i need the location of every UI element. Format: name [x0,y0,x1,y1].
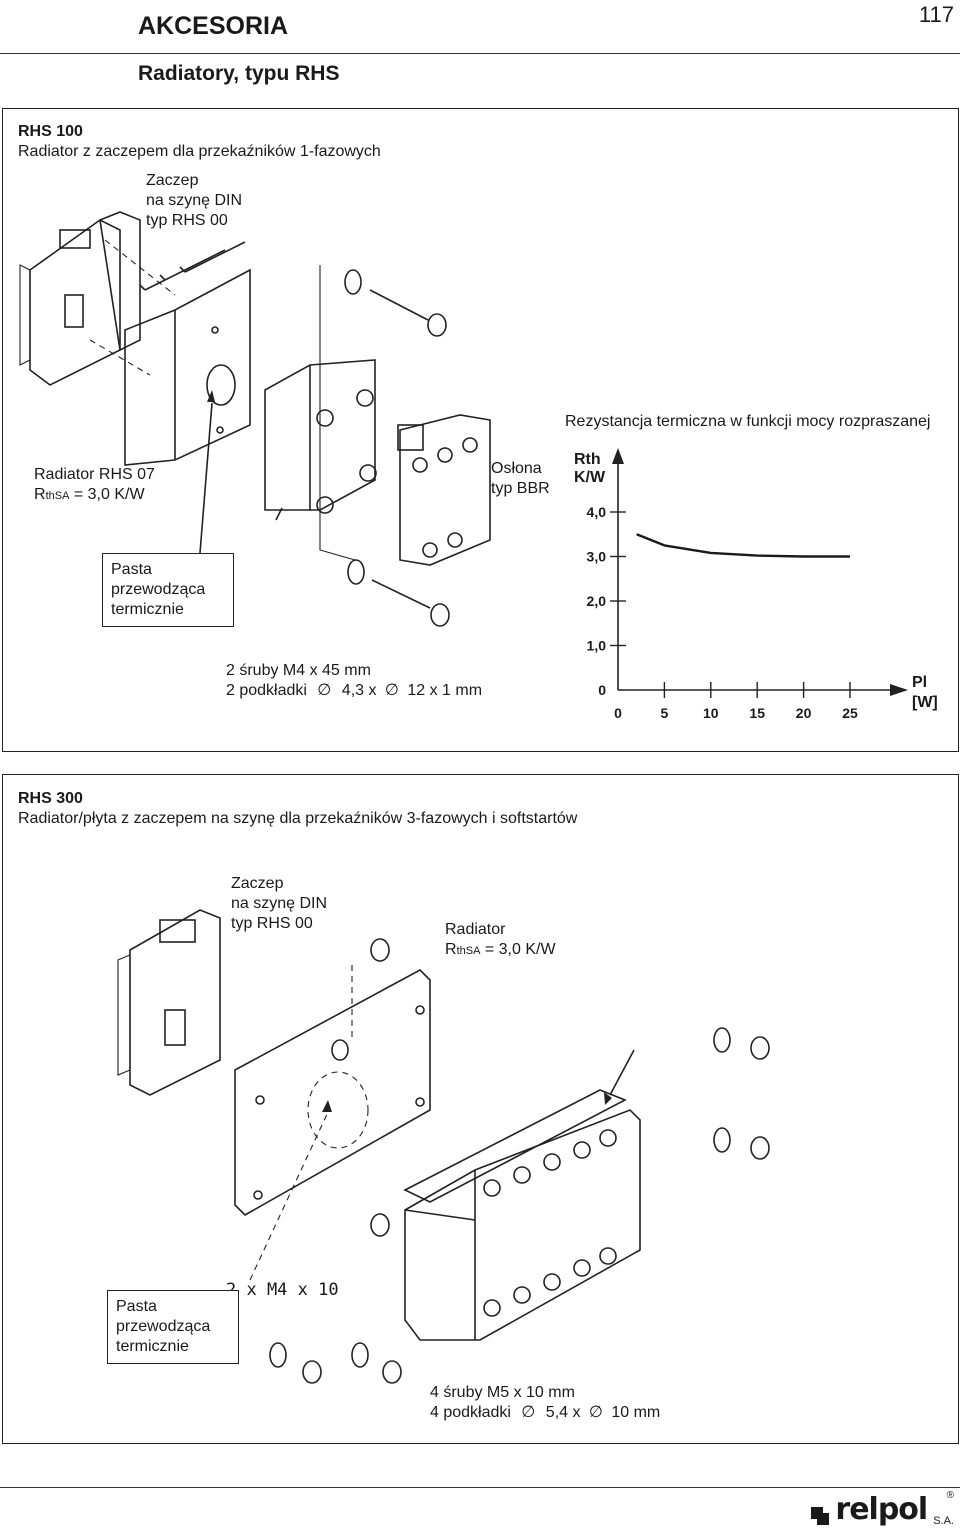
rhs100-exploded-drawing [19,211,491,627]
rhs300-paste-label: Pasta przewodząca termicznie [107,1290,239,1364]
thermal-resistance-chart: 0 1,0 2,0 3,0 4,0 0 5 10 15 20 25 [587,448,908,721]
rhs100-paste-label: Pasta przewodząca termicznie [102,553,234,627]
section-title: AKCESORIA [138,12,289,40]
y-tick-label: 4,0 [587,504,607,520]
x-tick-label: 10 [703,705,719,721]
rhs100-cover-label: Osłona typ BBR [491,460,550,497]
footer-divider [0,1487,960,1488]
diameter-icon: ∅ [521,1404,536,1421]
diameter-icon: ∅ [317,682,332,699]
x-axis-arrow [890,684,908,696]
logo-mark-icon [811,1507,830,1525]
y-tick-label: 0 [598,682,606,698]
y-tick-label: 1,0 [587,638,607,654]
page-subtitle: Radiatory, typu RHS [138,62,340,85]
rhs100-din-clip-label: Zaczep na szynę DIN typ RHS 00 [146,172,243,229]
rhs300-radiator-label: Radiator RthSA = 3,0 K/W [445,921,556,958]
y-tick-label: 3,0 [587,549,607,565]
rhs300-panel [2,774,959,1444]
plate-drawing [234,969,431,1216]
header-divider [0,53,960,54]
din-clip-drawing [117,909,221,1096]
chart-x-label: Pl [W] [912,674,938,711]
cover-drawing [397,414,491,566]
chart-title: Rezystancja termiczna w funkcji mocy roz… [565,413,931,430]
radiator-drawing [124,241,251,466]
x-tick-label: 0 [614,705,622,721]
diameter-icon: ∅ [384,682,399,699]
rhs300-screw-label: 2 x M4 x 10 [226,1280,339,1300]
rhs300-model: RHS 300 [18,790,83,807]
rhs100-model: RHS 100 [18,123,83,140]
x-tick-label: 20 [796,705,812,721]
rhs100-screws-label: 2 śruby M4 x 45 mm 2 podkładki ∅ 4,3 x ∅… [226,662,483,699]
rhs300-screws-label: 4 śruby M5 x 10 mm 4 podkładki ∅ 5,4 x ∅… [430,1384,661,1421]
y-tick-label: 2,0 [587,593,607,609]
chart-y-label: Rth K/W [574,451,606,486]
rhs100-panel [2,108,959,752]
rhs100-radiator-label: Radiator RHS 07 RthSA = 3,0 K/W [34,466,155,503]
diameter-icon: ∅ [588,1404,603,1421]
screw-drawing [269,938,770,1384]
rhs300-exploded-drawing [117,909,770,1384]
relay-drawing [264,359,377,514]
x-tick-label: 25 [842,705,858,721]
relpol-logo: relpol S.A. ® [809,1490,954,1527]
screw-drawing [344,269,450,627]
y-axis-arrow [612,448,624,464]
series-line [636,533,850,558]
rhs300-din-clip-label: Zaczep na szynę DIN typ RHS 00 [231,875,328,932]
din-clip-drawing [19,211,176,386]
x-tick-label: 5 [661,705,669,721]
rhs100-description: Radiator z zaczepem dla przekaźników 1-f… [18,143,381,160]
rhs300-description: Radiator/płyta z zaczepem na szynę dla p… [18,810,578,827]
x-tick-label: 15 [749,705,765,721]
three-phase-relay-drawing [403,1089,641,1341]
page-number: 117 [918,2,954,27]
